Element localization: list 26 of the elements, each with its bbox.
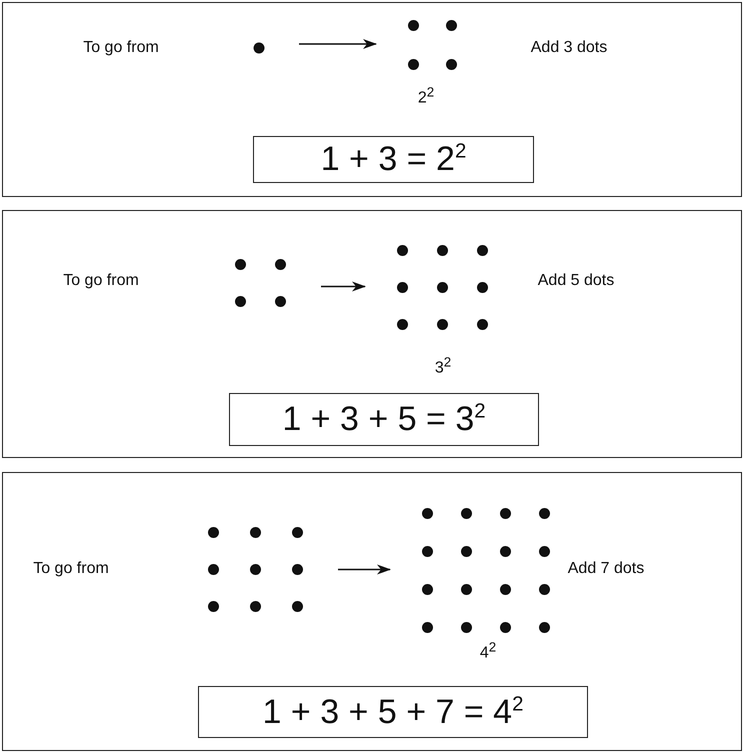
dot-grid <box>207 526 305 613</box>
arrow <box>299 39 377 49</box>
equation: 1 + 3 + 5 = 3$^{2}$ <box>282 400 486 439</box>
step-label: Add 5 dots <box>538 272 614 290</box>
arrow <box>321 282 366 292</box>
equation: 1 + 3 + 5 + 7 = 4$^{2}$ <box>262 692 524 732</box>
panel <box>2 210 742 458</box>
equation-box <box>198 686 588 738</box>
equation: 1 + 3 = 2$^{2}$ <box>320 140 466 179</box>
equation-box <box>253 136 534 183</box>
dot <box>252 41 266 55</box>
arrow <box>338 564 391 574</box>
dot-grid <box>421 507 553 634</box>
panel <box>2 2 742 197</box>
start-label: To go from <box>63 272 139 290</box>
square-label: 3$^{2}$ <box>434 354 452 378</box>
step-label: Add 3 dots <box>530 39 608 57</box>
step-label: Add 7 dots <box>568 560 644 578</box>
square-label: 2$^{2}$ <box>418 84 434 108</box>
dot-grid <box>234 258 288 308</box>
dot-grid <box>396 244 490 331</box>
panel <box>2 472 742 751</box>
start-label: To go from <box>33 560 109 578</box>
square-label: 4$^{2}$ <box>480 639 496 663</box>
start-label: To go from <box>83 39 159 57</box>
equation-box <box>229 393 539 446</box>
